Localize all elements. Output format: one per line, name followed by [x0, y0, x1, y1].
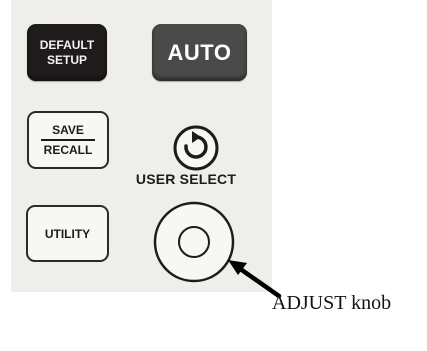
knob-icon[interactable] — [153, 201, 235, 283]
utility-button[interactable]: UTILITY — [26, 205, 109, 262]
utility-button-label: UTILITY — [44, 226, 91, 241]
default-setup-label-line1: DEFAULT — [39, 38, 95, 52]
arrow-icon — [228, 260, 282, 299]
auto-button[interactable]: AUTO — [152, 24, 247, 81]
default-setup-label-line2: SETUP — [46, 53, 87, 67]
auto-button-label: AUTO — [167, 39, 232, 65]
recall-label: RECALL — [43, 142, 93, 157]
default-setup-button[interactable]: DEFAULT SETUP — [27, 24, 107, 81]
adjust-knob-caption: ADJUST knob — [272, 292, 392, 314]
save-recall-divider — [41, 139, 95, 141]
rotate-icon[interactable] — [173, 125, 219, 171]
save-label: SAVE — [52, 123, 84, 138]
user-select-label: USER SELECT — [135, 171, 237, 187]
save-recall-button[interactable]: SAVE RECALL — [27, 111, 109, 169]
